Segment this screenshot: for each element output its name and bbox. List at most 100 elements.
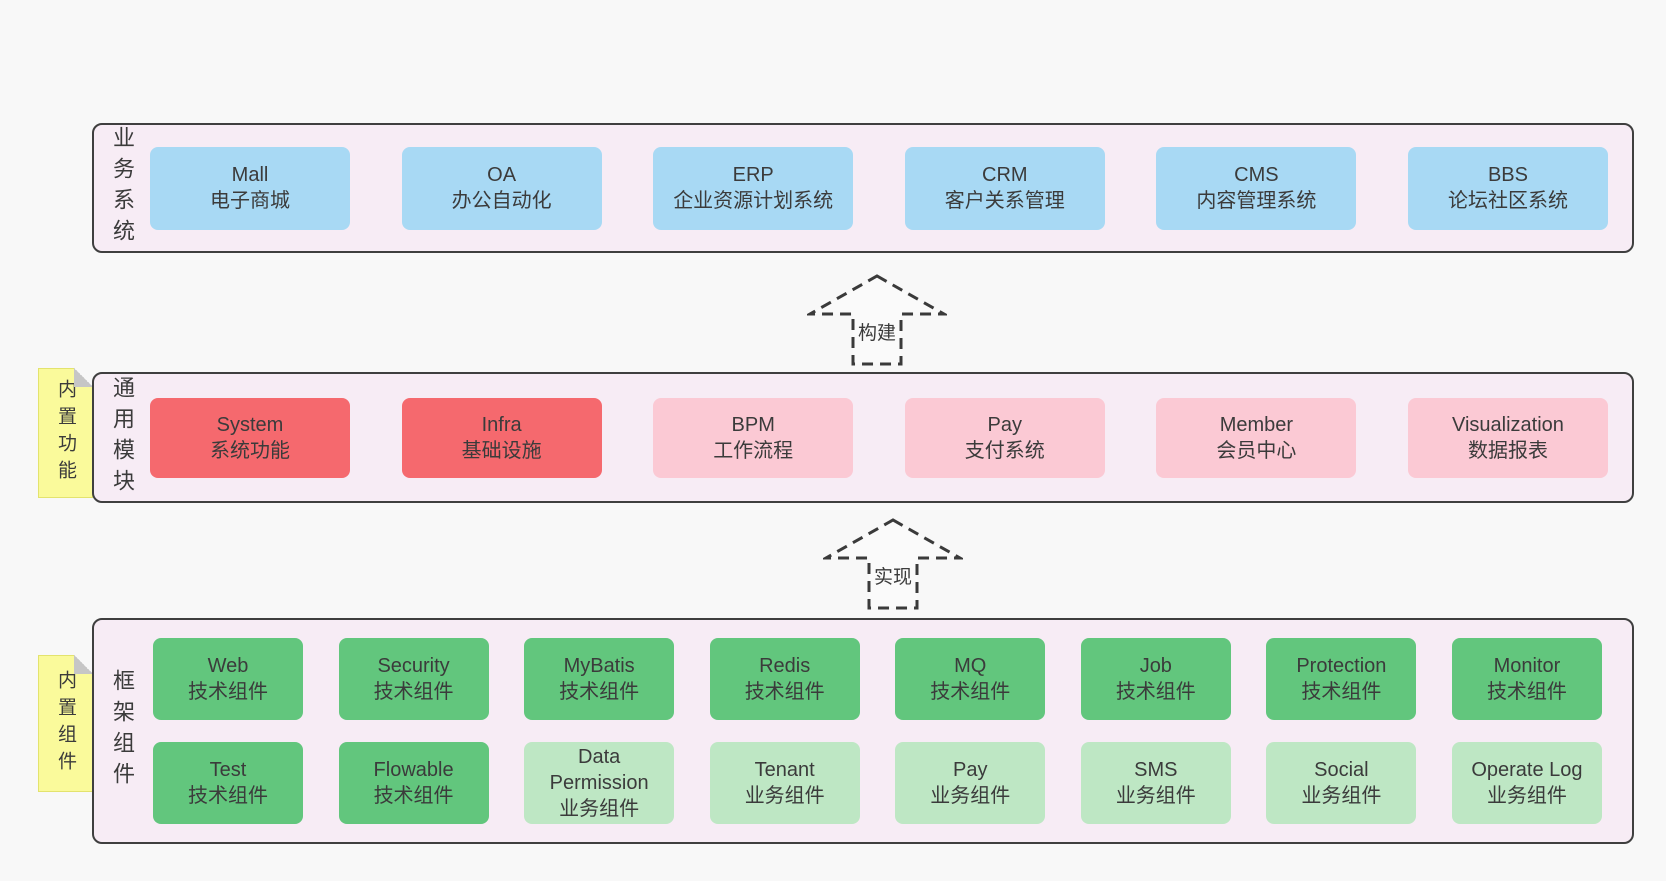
node-title: Protection [1296, 655, 1387, 677]
node-title: SMS [1134, 759, 1178, 781]
node-subtitle: 业务组件 [1486, 785, 1567, 807]
node-title: Test [209, 759, 247, 781]
node-subtitle: 办公自动化 [451, 190, 552, 212]
node-tenant: Tenant 业务组件 [709, 742, 860, 824]
framework-row-2: Test 技术组件 Flowable 技术组件 Data Permission … [153, 742, 1602, 824]
node-subtitle: 客户关系管理 [944, 190, 1065, 212]
node-subtitle: 基础设施 [461, 439, 542, 462]
node-subtitle: 技术组件 [1486, 681, 1567, 703]
node-pay-biz: Pay 业务组件 [895, 742, 1046, 824]
layer-label-wrap: 通用模块 [94, 374, 150, 501]
business-systems-layer: 业务系统 Mall 电子商城 OA 办公自动化 ERP 企业资源计划系统 CRM… [92, 123, 1634, 253]
node-title: CMS [1234, 164, 1279, 186]
node-mall: Mall 电子商城 [150, 146, 350, 230]
layer-label-wrap: 业务系统 [94, 125, 150, 251]
node-cms: CMS 内容管理系统 [1156, 146, 1357, 230]
node-subtitle: 支付系统 [964, 439, 1045, 462]
layer-label-wrap: 框架组件 [94, 620, 150, 842]
node-subtitle: 技术组件 [373, 681, 454, 703]
node-subtitle: 内容管理系统 [1196, 190, 1317, 212]
node-title: OA [487, 164, 517, 186]
node-title: Mall [231, 164, 269, 186]
node-data-permission: Data Permission 业务组件 [524, 742, 675, 824]
node-title: Data Permission [549, 746, 649, 794]
node-title: Social [1314, 759, 1369, 781]
node-infra: Infra 基础设施 [401, 397, 602, 478]
node-title: MyBatis [563, 655, 635, 677]
node-crm: CRM 客户关系管理 [904, 146, 1105, 230]
business-systems-row: Mall 电子商城 OA 办公自动化 ERP 企业资源计划系统 CRM 客户关系… [150, 125, 1632, 251]
node-subtitle: 会员中心 [1216, 439, 1297, 462]
node-title: Monitor [1493, 655, 1561, 677]
node-social: Social 业务组件 [1266, 742, 1417, 824]
node-title: Pay [953, 759, 988, 781]
node-subtitle: 业务组件 [744, 785, 825, 807]
node-subtitle: 技术组件 [1115, 681, 1196, 703]
node-title: System [216, 413, 284, 436]
node-subtitle: 工作流程 [713, 439, 794, 462]
node-redis: Redis 技术组件 [709, 638, 860, 720]
node-subtitle: 技术组件 [188, 785, 268, 807]
node-protection: Protection 技术组件 [1266, 638, 1417, 720]
node-monitor: Monitor 技术组件 [1451, 638, 1602, 720]
node-bpm: BPM 工作流程 [653, 397, 854, 478]
node-title: Web [207, 655, 249, 677]
node-subtitle: 企业资源计划系统 [673, 190, 834, 212]
node-sms: SMS 业务组件 [1080, 742, 1231, 824]
node-subtitle: 电子商城 [210, 190, 290, 212]
framework-components-layer: 框架组件 Web 技术组件 Security 技术组件 MyBatis 技术组件… [92, 618, 1634, 844]
node-pay: Pay 支付系统 [904, 397, 1105, 478]
node-subtitle: 技术组件 [559, 681, 640, 703]
node-visualization: Visualization 数据报表 [1407, 397, 1608, 478]
node-security: Security 技术组件 [338, 638, 489, 720]
node-test: Test 技术组件 [153, 742, 303, 824]
node-web: Web 技术组件 [153, 638, 303, 720]
node-title: Operate Log [1471, 759, 1583, 781]
node-mybatis: MyBatis 技术组件 [524, 638, 675, 720]
layer-label: 通用模块 [110, 375, 135, 500]
node-title: BPM [731, 413, 775, 436]
sticky-note-builtin-features: 内置功能 [38, 368, 93, 498]
node-title: BBS [1487, 164, 1528, 186]
node-title: Visualization [1452, 413, 1564, 436]
node-mq: MQ 技术组件 [895, 638, 1046, 720]
node-title: Pay [987, 413, 1023, 436]
node-operate-log: Operate Log 业务组件 [1451, 742, 1602, 824]
layer-label: 业务系统 [110, 126, 135, 250]
node-title: Redis [759, 655, 811, 677]
node-erp: ERP 企业资源计划系统 [653, 146, 854, 230]
implement-arrow: 实现 [823, 518, 963, 610]
node-title: Member [1219, 413, 1294, 436]
node-subtitle: 论坛社区系统 [1447, 190, 1568, 212]
node-title: Tenant [754, 759, 815, 781]
node-subtitle: 业务组件 [930, 785, 1011, 807]
node-job: Job 技术组件 [1080, 638, 1231, 720]
layer-label: 框架组件 [110, 669, 135, 793]
node-subtitle: 技术组件 [744, 681, 825, 703]
node-subtitle: 技术组件 [1301, 681, 1382, 703]
node-subtitle: 技术组件 [373, 785, 454, 807]
node-title: Flowable [373, 759, 454, 781]
arrow-label: 实现 [870, 562, 916, 589]
node-member: Member 会员中心 [1156, 397, 1357, 478]
framework-row-1: Web 技术组件 Security 技术组件 MyBatis 技术组件 Redi… [153, 638, 1602, 720]
node-title: CRM [982, 164, 1028, 186]
node-oa: OA 办公自动化 [401, 146, 602, 230]
node-flowable: Flowable 技术组件 [338, 742, 489, 824]
node-title: ERP [732, 164, 774, 186]
build-arrow: 构建 [807, 274, 947, 366]
node-title: MQ [954, 655, 987, 677]
node-subtitle: 技术组件 [188, 681, 268, 703]
node-subtitle: 业务组件 [559, 798, 640, 820]
arrow-label: 构建 [854, 318, 900, 345]
node-system: System 系统功能 [150, 397, 350, 478]
node-subtitle: 业务组件 [1301, 785, 1382, 807]
node-subtitle: 数据报表 [1467, 439, 1548, 462]
framework-components-grid: Web 技术组件 Security 技术组件 MyBatis 技术组件 Redi… [150, 620, 1632, 842]
sticky-note-label: 内置组件 [55, 669, 76, 778]
node-subtitle: 业务组件 [1115, 785, 1196, 807]
node-subtitle: 系统功能 [210, 439, 290, 462]
sticky-note-builtin-components: 内置组件 [38, 655, 93, 792]
node-title: Job [1139, 655, 1172, 677]
